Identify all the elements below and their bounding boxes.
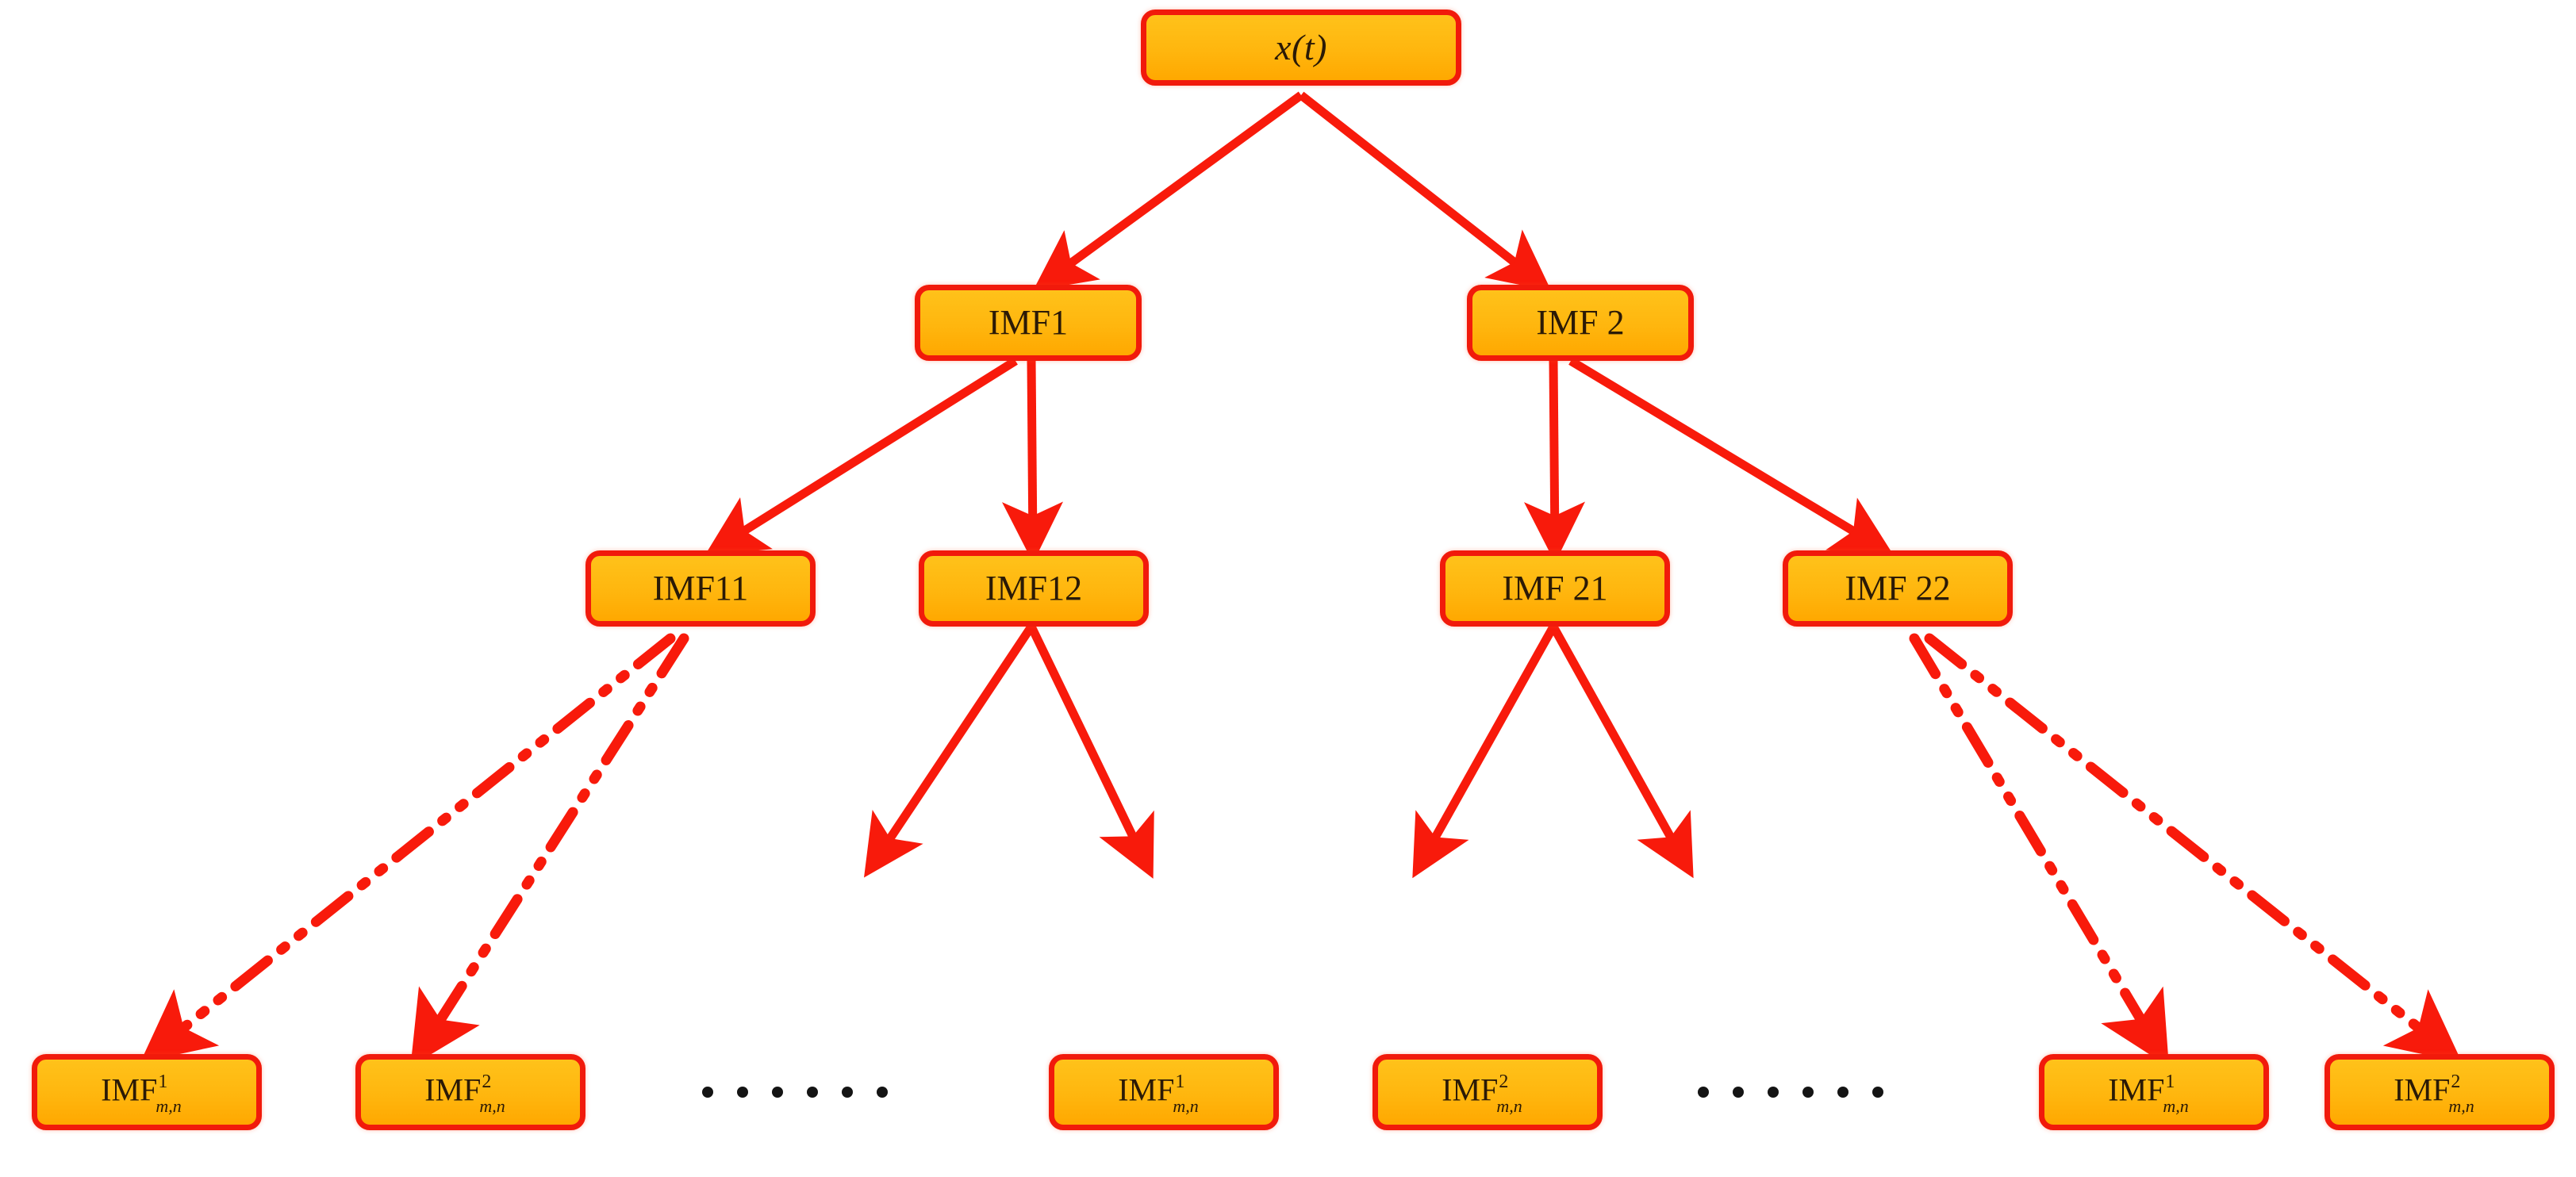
node-imf1-label: IMF1	[988, 303, 1069, 342]
leaf-5-superscript: 1	[2165, 1071, 2175, 1092]
edge-imf11-to-leaf1	[140, 633, 676, 1063]
ellipsis-dot	[702, 1087, 713, 1098]
ellipsis-dot	[877, 1087, 888, 1098]
leaf-3-subscript: m,n	[1173, 1096, 1199, 1117]
node-imf2[interactable]: IMF 2	[1467, 285, 1694, 361]
leaf-1-subscript: m,n	[155, 1096, 182, 1117]
edge-root-to-imf2	[1298, 91, 1552, 292]
ellipsis-dot	[1698, 1087, 1709, 1098]
ellipsis-dot	[772, 1087, 783, 1098]
leaf-6-superscript: 2	[2451, 1071, 2461, 1092]
leaf-3-superscript: 1	[1175, 1071, 1185, 1092]
edge-imf1-to-imf11	[704, 357, 1018, 556]
leaf-6-base: IMF	[2394, 1072, 2451, 1108]
node-leaf-1-label: IMF1 m,n	[101, 1071, 193, 1115]
edge-root-to-imf1	[1033, 91, 1304, 291]
edge-imf2-to-imf22	[1568, 357, 1894, 556]
node-imf22-label: IMF 22	[1845, 569, 1951, 608]
node-imf21[interactable]: IMF 21	[1440, 550, 1670, 627]
leaf-5-base: IMF	[2108, 1072, 2165, 1108]
leaf-4-superscript: 2	[1499, 1071, 1509, 1092]
node-imf12-label: IMF12	[985, 569, 1083, 608]
ellipsis-dot	[1733, 1087, 1744, 1098]
leaf-1-superscript: 1	[158, 1071, 168, 1092]
ellipsis-dot	[737, 1087, 748, 1098]
node-leaf-4-label: IMF2 m,n	[1442, 1071, 1534, 1115]
ellipsis-right	[1698, 1087, 1883, 1098]
node-leaf-3[interactable]: IMF1 m,n	[1049, 1054, 1279, 1130]
node-leaf-5-label: IMF1 m,n	[2108, 1071, 2200, 1115]
ellipsis-dot	[1802, 1087, 1814, 1098]
node-root-signal[interactable]: x(t)	[1141, 10, 1461, 86]
edge-imf22-to-leaf6	[1924, 633, 2463, 1063]
node-leaf-6[interactable]: IMF2 m,n	[2325, 1054, 2555, 1130]
leaf-2-subscript: m,n	[479, 1096, 505, 1117]
edge-imf21-open-right	[1549, 624, 1694, 879]
node-leaf-2-label: IMF2 m,n	[424, 1071, 516, 1115]
edge-imf2-to-imf21	[1524, 360, 1586, 563]
leaf-4-subscript: m,n	[1496, 1096, 1522, 1117]
leaf-4-base: IMF	[1442, 1072, 1499, 1108]
node-leaf-4[interactable]: IMF2 m,n	[1372, 1054, 1603, 1130]
node-leaf-5[interactable]: IMF1 m,n	[2039, 1054, 2269, 1130]
node-imf2-label: IMF 2	[1536, 303, 1625, 342]
node-leaf-1[interactable]: IMF1 m,n	[32, 1054, 262, 1130]
edge-imf12-open-right	[1027, 624, 1154, 879]
node-imf12[interactable]: IMF12	[919, 550, 1149, 627]
ellipsis-dot	[1768, 1087, 1779, 1098]
leaf-5-subscript: m,n	[2163, 1096, 2189, 1117]
edge-imf1-to-imf12	[1002, 360, 1064, 563]
node-imf11[interactable]: IMF11	[585, 550, 816, 627]
node-imf1[interactable]: IMF1	[915, 285, 1142, 361]
leaf-2-base: IMF	[424, 1072, 482, 1108]
ellipsis-dot	[1837, 1087, 1849, 1098]
node-leaf-3-label: IMF1 m,n	[1118, 1071, 1210, 1115]
node-imf22[interactable]: IMF 22	[1783, 550, 2013, 627]
edge-imf22-to-leaf5	[1909, 633, 2169, 1068]
edge-imf21-open-left	[1412, 624, 1557, 879]
node-imf21-label: IMF 21	[1502, 569, 1608, 608]
ellipsis-dot	[842, 1087, 853, 1098]
ellipsis-dot	[807, 1087, 818, 1098]
leaf-2-superscript: 2	[482, 1071, 492, 1092]
ellipsis-left	[702, 1087, 888, 1098]
leaf-3-base: IMF	[1118, 1072, 1175, 1108]
node-root-label: x(t)	[1275, 27, 1327, 67]
node-imf11-label: IMF11	[652, 569, 749, 608]
leaf-1-base: IMF	[101, 1072, 158, 1108]
node-leaf-6-label: IMF2 m,n	[2394, 1071, 2486, 1115]
leaf-6-subscript: m,n	[2448, 1096, 2474, 1117]
ellipsis-dot	[1872, 1087, 1883, 1098]
edge-imf12-open-left	[864, 623, 1035, 878]
node-leaf-2[interactable]: IMF2 m,n	[355, 1054, 585, 1130]
edge-imf11-to-leaf2	[410, 633, 689, 1067]
